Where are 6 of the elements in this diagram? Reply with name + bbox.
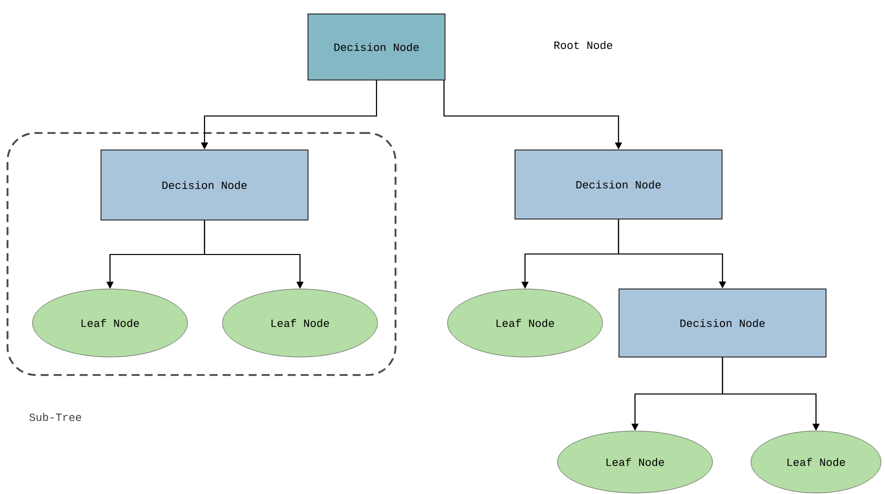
- label-text: Root Node: [554, 40, 612, 50]
- decision-box: Decision Node: [308, 14, 446, 80]
- decision-box: Decision Node: [514, 150, 722, 220]
- decision-box: Decision Node: [100, 150, 308, 220]
- node-label: Sub-Tree: [29, 412, 82, 422]
- decision-box: Decision Node: [618, 288, 826, 358]
